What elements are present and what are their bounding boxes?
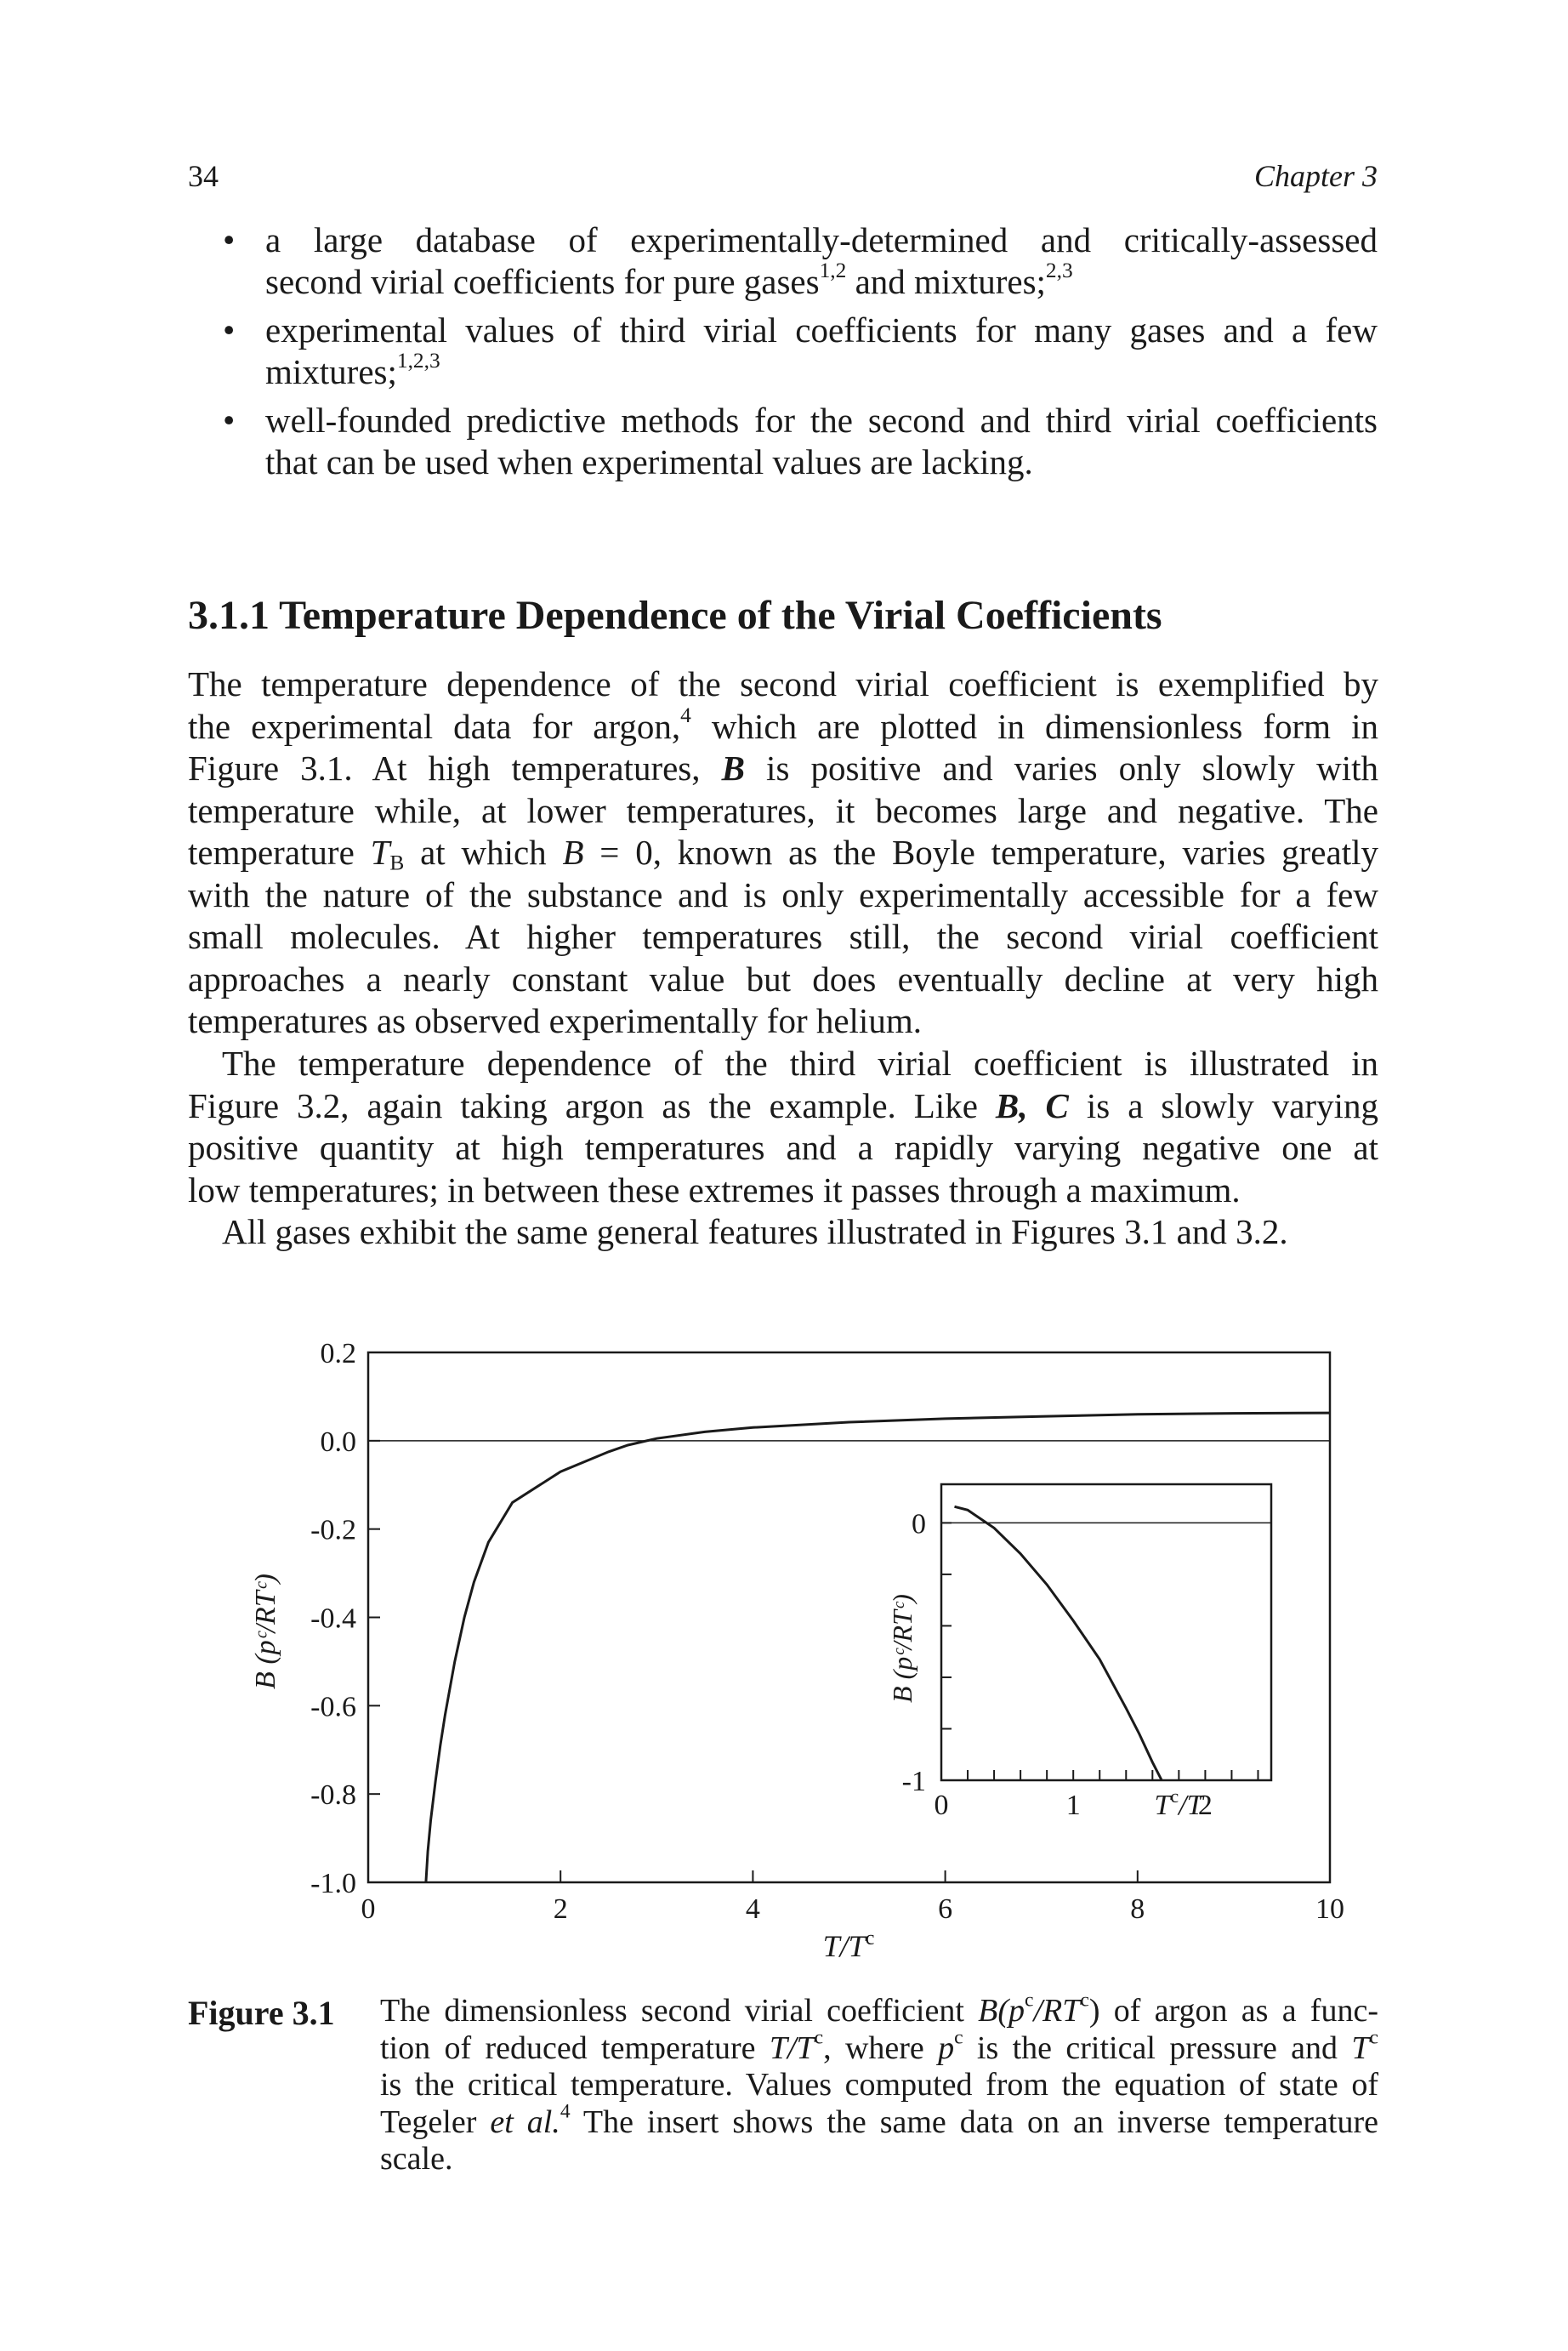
figure-caption-label: Figure 3.1	[188, 1994, 335, 2032]
paragraph-2: The temperature dependence of the third …	[188, 1043, 1378, 1211]
plot-frame	[366, 1351, 1332, 1884]
bullet-line: that can be used when experimental value…	[265, 442, 1033, 481]
text-line: Figure 3.2, again taking argon as the ex…	[188, 1085, 1378, 1125]
text-line: The temperature dependence of the third …	[222, 1044, 1378, 1083]
y-tick-label: -0.4	[310, 1603, 356, 1635]
y-tick-label: -0.6	[310, 1691, 356, 1722]
bullet-line: a large database of experimentally-deter…	[265, 220, 1378, 259]
bullet-text: mixtures;	[265, 352, 397, 391]
text-line: temperature while, at lower temperatures…	[188, 790, 1378, 830]
y-tick-label: -0.2	[310, 1515, 356, 1546]
page-number: 34	[188, 159, 219, 193]
text-line: Figure 3.1. At high temperatures, B is p…	[188, 749, 1378, 788]
inset-series-line	[954, 1505, 1163, 1781]
x-tick-label: 0	[361, 1893, 376, 1925]
inset-y-tick-label: 0	[912, 1508, 926, 1540]
reference-superscript: 1,2,3	[396, 348, 440, 373]
x-tick-label: 2	[554, 1893, 568, 1925]
caption-line: The dimensionless second virial coeffici…	[380, 1989, 1378, 2029]
text-line: positive quantity at high temperatures a…	[188, 1128, 1378, 1167]
bullet-text: second virial coefficients for pure gase…	[265, 262, 820, 301]
bullet-line: second virial coefficients for pure gase…	[265, 258, 1378, 303]
text-line: the experimental data for argon,4 which …	[188, 703, 1378, 746]
inset-y-axis-label: B (pᶜ/RTᶜ)	[887, 1594, 918, 1703]
y-tick-label: -1.0	[310, 1868, 356, 1899]
inset-x-axis-label: Tc/T	[1154, 1785, 1204, 1821]
series-line	[424, 1411, 1331, 1883]
inset-x-tick-label: 2	[1198, 1790, 1213, 1821]
inset-chart: 0 -1 0 1 2Tc/T B (pᶜ/RTᶜ)	[887, 1483, 1273, 1821]
inset-frame	[940, 1483, 1273, 1782]
reference-superscript: 2,3	[1045, 258, 1073, 282]
section-heading: 3.1.1 Temperature Dependence of the Viri…	[188, 593, 1162, 638]
text-line: The temperature dependence of the second…	[188, 664, 1378, 703]
x-axis-label: T/Tc	[823, 1927, 875, 1963]
figure-caption: The dimensionless second virial coeffici…	[380, 1989, 1379, 2178]
bullet-item: experimental values of third virial coef…	[223, 310, 1378, 393]
text-line: All gases exhibit the same general featu…	[222, 1212, 1288, 1251]
caption-line: Tegeler et al.4 The insert shows the sam…	[380, 2099, 1379, 2140]
y-tick-label: 0.0	[321, 1426, 357, 1458]
text-line: small molecules. At higher temperatures …	[188, 917, 1378, 956]
text-line: with the nature of the substance and is …	[188, 874, 1378, 914]
reference-superscript: 4	[680, 703, 691, 727]
bullet-line: experimental values of third virial coef…	[265, 310, 1378, 350]
inset-x-tick-label: 1	[1066, 1790, 1081, 1821]
x-tick-label: 6	[938, 1893, 952, 1925]
x-tick-label: 8	[1130, 1893, 1145, 1925]
bullet-line: mixtures;1,2,3	[265, 348, 1378, 393]
bullet-item: well-founded predictive methods for the …	[223, 400, 1378, 483]
caption-line: tion of reduced temperature T/Tc, where …	[380, 2025, 1378, 2066]
text-line: temperature TB at which B = 0, known as …	[188, 833, 1378, 875]
text-line: low temperatures; in between these extre…	[188, 1170, 1241, 1210]
bullet-line: well-founded predictive methods for the …	[265, 401, 1378, 440]
y-axis-label: B (pᶜ/RTᶜ)	[250, 1574, 281, 1689]
reference-superscript: 1,2	[819, 258, 847, 282]
caption-line: scale.	[380, 2141, 453, 2177]
y-tick-label: -0.8	[310, 1779, 356, 1811]
bullet-text: and mixtures;	[846, 262, 1046, 301]
paragraph-3: All gases exhibit the same general featu…	[188, 1211, 1378, 1254]
x-tick-label: 10	[1315, 1893, 1344, 1925]
text-line: temperatures as observed experimentally …	[188, 1001, 922, 1040]
paragraph-1: The temperature dependence of the second…	[188, 663, 1378, 1043]
caption-line: is the critical temperature. Values comp…	[380, 2067, 1378, 2103]
bullet-list: a large database of experimentally-deter…	[223, 219, 1378, 483]
text-line: approaches a nearly constant value but d…	[188, 959, 1378, 999]
inset-y-tick-label: -1	[902, 1766, 926, 1797]
bullet-item: a large database of experimentally-deter…	[223, 219, 1378, 303]
inset-x-tick-label: 0	[935, 1790, 949, 1821]
x-tick-label: 4	[746, 1893, 760, 1925]
y-tick-label: 0.2	[321, 1338, 357, 1369]
running-head: Chapter 3	[1253, 159, 1378, 193]
